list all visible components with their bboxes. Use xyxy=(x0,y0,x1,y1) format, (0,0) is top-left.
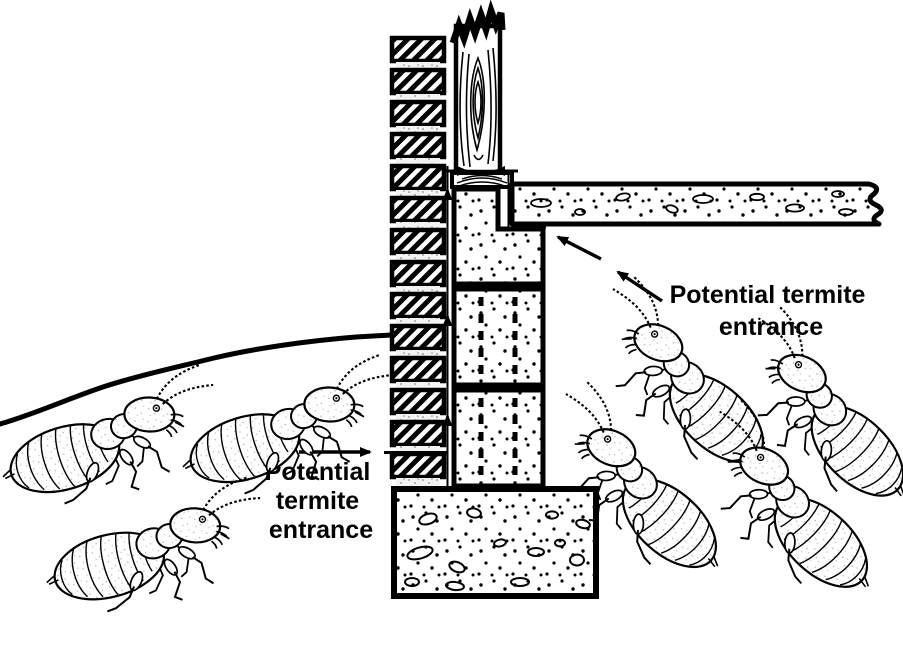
right-entrance-arrow-seg2 xyxy=(556,235,602,261)
footing xyxy=(391,486,599,599)
brick-veneer-wall xyxy=(389,35,447,486)
brick-course xyxy=(389,355,447,384)
brick-course xyxy=(389,67,447,96)
sill-plate xyxy=(444,166,518,189)
footing-aggregate xyxy=(404,507,591,592)
brick-course xyxy=(389,227,447,256)
left-entrance-callout: Potential termite entrance xyxy=(265,447,378,544)
slab-gap-line xyxy=(505,173,546,229)
foundation-top-block xyxy=(451,186,546,287)
termite xyxy=(35,475,274,621)
mortar-joint xyxy=(396,382,440,390)
mortar-joint xyxy=(396,478,440,486)
mortar-joint xyxy=(396,350,440,358)
left-entrance-label: Potential termite entrance xyxy=(265,458,378,544)
brick-course xyxy=(389,259,447,288)
mortar-joint xyxy=(396,318,440,326)
right-entrance-label: Potential termite entrance xyxy=(670,281,873,341)
floor-slab xyxy=(509,181,884,227)
mortar-joint xyxy=(396,158,440,166)
brick-course xyxy=(389,195,447,224)
brick-course xyxy=(389,99,447,128)
foundation-block xyxy=(451,286,546,388)
brick-course xyxy=(389,451,447,480)
mortar-joint xyxy=(396,94,440,102)
mortar-joint xyxy=(396,222,440,230)
brick-course xyxy=(389,35,447,64)
mortar-joint xyxy=(396,286,440,294)
mortar-joint xyxy=(396,190,440,198)
wall-gap-termite-path xyxy=(384,166,453,488)
mortar-joint xyxy=(396,126,440,134)
right-entrance-callout: Potential termite entrance xyxy=(556,235,873,341)
mortar-joint xyxy=(396,62,440,70)
wood-grain xyxy=(459,47,497,168)
brick-course xyxy=(389,323,447,352)
right-entrance-arrow-seg1 xyxy=(616,270,663,303)
wood-stud xyxy=(449,0,506,175)
mortar-joint xyxy=(396,414,440,422)
foundation-wall xyxy=(451,173,546,489)
brick-course xyxy=(389,387,447,416)
brick-course xyxy=(389,419,447,448)
ground-line xyxy=(0,332,394,427)
block-core-lines xyxy=(478,297,518,479)
brick-course xyxy=(389,131,447,160)
foundation-block xyxy=(451,387,546,489)
mortar-joint xyxy=(396,254,440,262)
end-grain xyxy=(456,174,508,187)
mortar-joint xyxy=(396,446,440,454)
brick-course xyxy=(389,291,447,320)
broken-wood-top xyxy=(449,0,506,49)
brick-course xyxy=(389,163,447,192)
slab-aggregate xyxy=(530,190,854,216)
